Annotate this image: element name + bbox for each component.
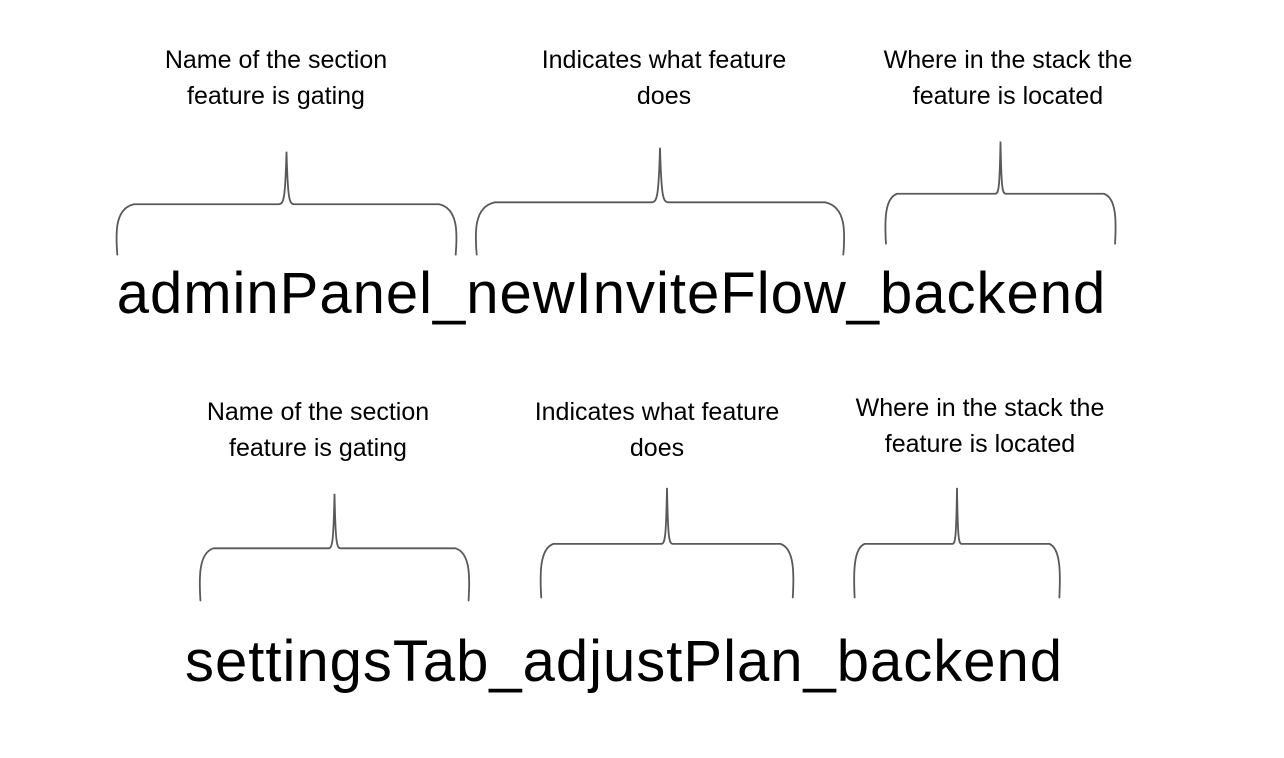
annotation-label-line: feature is gating bbox=[187, 82, 365, 110]
annotation-label-stack: Where in the stack the feature is locate… bbox=[858, 42, 1158, 114]
annotation-label-stack: Where in the stack the feature is locate… bbox=[830, 390, 1130, 462]
annotation-label-line: Indicates what feature bbox=[534, 398, 780, 426]
brace-stack-icon bbox=[883, 136, 1118, 247]
brace-stack-icon bbox=[852, 482, 1062, 601]
annotation-label-line: does bbox=[636, 82, 692, 110]
annotation-label-section: Name of the section feature is gating bbox=[168, 394, 468, 466]
annotation-label-line: Where in the stack the bbox=[855, 394, 1105, 422]
flag-name-text: settingsTab_adjustPlan_backend bbox=[185, 629, 1064, 694]
annotation-label-line: Indicates what feature bbox=[541, 46, 787, 74]
brace-feature-icon bbox=[472, 142, 848, 258]
annotation-label-line: Name of the section bbox=[206, 398, 430, 426]
annotation-label-feature: Indicates what feature does bbox=[507, 394, 807, 466]
brace-feature-icon bbox=[538, 482, 796, 601]
annotation-label-line: Name of the section bbox=[164, 46, 388, 74]
annotation-label-line: feature is gating bbox=[229, 434, 407, 462]
annotation-label-line: Where in the stack the bbox=[883, 46, 1133, 74]
annotation-label-line: feature is located bbox=[884, 430, 1076, 458]
brace-section-icon bbox=[197, 488, 472, 604]
annotation-label-section: Name of the section feature is gating bbox=[126, 42, 426, 114]
annotation-label-line: does bbox=[629, 434, 685, 462]
annotation-label-feature: Indicates what feature does bbox=[514, 42, 814, 114]
brace-section-icon bbox=[113, 146, 460, 258]
annotation-label-line: feature is located bbox=[912, 82, 1104, 110]
flag-name-text: adminPanel_newInviteFlow_backend bbox=[116, 261, 1107, 326]
